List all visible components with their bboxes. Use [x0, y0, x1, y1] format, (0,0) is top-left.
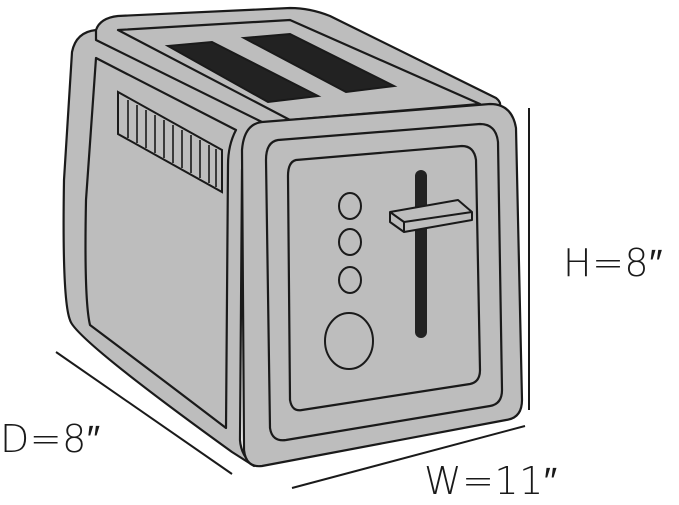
control-button-3	[338, 266, 362, 294]
lever-slot	[415, 170, 427, 338]
height-label: H=8″	[563, 241, 664, 285]
bread-slot-1	[164, 40, 322, 104]
toaster-front-panel	[286, 144, 482, 412]
side-vent	[117, 90, 223, 194]
control-button-2	[338, 228, 362, 256]
lever-handle	[389, 199, 473, 233]
depth-dimension-line	[55, 351, 233, 475]
bread-slot-2	[240, 32, 398, 94]
control-button-1	[338, 192, 362, 220]
width-dimension-line	[291, 425, 526, 489]
width-label: W=11″	[424, 459, 558, 503]
toaster-side-inner	[84, 56, 238, 430]
depth-label: D=8″	[0, 417, 101, 461]
control-dial	[324, 312, 374, 370]
